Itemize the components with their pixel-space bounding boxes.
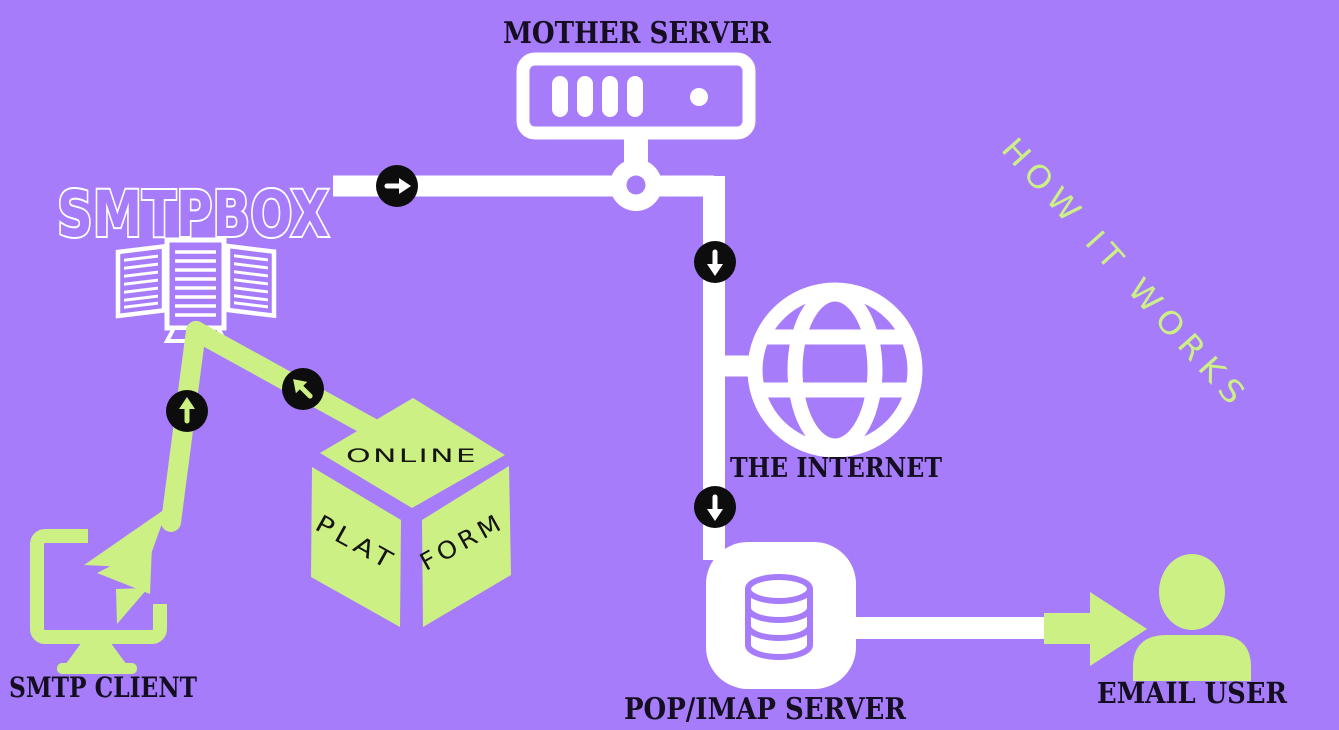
smtpbox-node: SMTPBOX xyxy=(55,176,331,343)
internet-label: THE INTERNET xyxy=(730,453,942,484)
arrow-down-badge-icon xyxy=(694,241,736,283)
cube-top-face xyxy=(320,398,505,508)
arrow-up-left-badge-icon xyxy=(282,368,324,410)
line-smtpbox-to-platform xyxy=(186,321,382,438)
mother-server-rack-icon xyxy=(516,52,756,140)
globe-icon xyxy=(747,282,923,458)
monitor-stand xyxy=(65,642,127,665)
cube-right-face xyxy=(422,466,511,627)
pop-imap-node: POP/IMAP SERVER xyxy=(624,542,907,727)
email-user-label: EMAIL USER xyxy=(1097,676,1288,710)
cube-label-online: ONLINE xyxy=(346,446,478,467)
green-arrow-right-icon xyxy=(1044,592,1147,666)
email-user-node: EMAIL USER xyxy=(1044,554,1288,710)
online-platform-cube-icon: ONLINE PLAT FORM xyxy=(311,398,511,627)
pop-imap-label: POP/IMAP SERVER xyxy=(624,692,907,727)
monitor-base xyxy=(57,663,137,674)
server-stack-icon xyxy=(115,237,277,343)
user-icon xyxy=(1133,554,1251,681)
arrow-down-badge-icon-2 xyxy=(694,486,736,528)
paper-plane-icon xyxy=(84,507,168,624)
mother-server-node: MOTHER SERVER xyxy=(503,16,772,211)
smtp-client-label: SMTP CLIENT xyxy=(9,671,197,704)
database-icon xyxy=(745,574,813,660)
arrow-right-badge-icon xyxy=(376,165,418,207)
mother-server-label: MOTHER SERVER xyxy=(503,16,772,51)
server-led-dot xyxy=(690,88,708,106)
server-slots xyxy=(552,76,708,117)
pop-imap-card xyxy=(706,542,856,689)
smtp-client-node: SMTP CLIENT xyxy=(9,321,206,704)
arrow-up-badge-icon xyxy=(166,390,208,432)
cube-left-face xyxy=(311,467,401,627)
